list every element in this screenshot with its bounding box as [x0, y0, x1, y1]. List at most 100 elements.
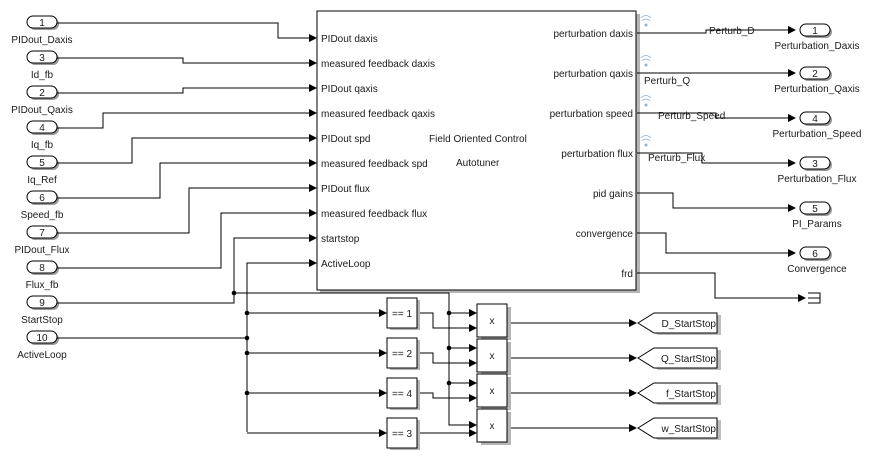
input-port-label: PIDout flux	[321, 184, 370, 195]
product-box[interactable]	[476, 373, 508, 408]
inport-oval[interactable]	[26, 15, 58, 29]
signal-label-perturb-q: Perturb_Q	[644, 76, 690, 87]
goto-tag-D_StartStop[interactable]: D_StartStop	[637, 312, 721, 335]
signal-line	[57, 184, 317, 234]
compare-to-constant-block[interactable]: == 3	[386, 417, 420, 450]
compare-to-constant-block[interactable]: == 1	[386, 297, 420, 330]
outport-oval[interactable]	[799, 23, 831, 37]
signal-line	[637, 272, 806, 302]
inport-label: Speed_fb	[21, 210, 64, 221]
output-port-label: perturbation speed	[550, 109, 633, 120]
product-label: x	[490, 386, 495, 397]
inport-oval[interactable]	[26, 85, 58, 99]
compare-to-constant-block[interactable]: == 2	[386, 337, 420, 370]
input-port-label: ActiveLoop	[321, 259, 371, 270]
inport-3[interactable]: 3Id_fb	[26, 50, 59, 81]
compare-to-constant-block[interactable]: == 4	[386, 377, 420, 410]
goto-tag-f_StartStop[interactable]: f_StartStop	[637, 382, 721, 405]
compare-box[interactable]	[386, 417, 418, 449]
goto-tag-w_StartStop[interactable]: w_StartStop	[637, 417, 721, 440]
product-label: x	[490, 316, 495, 327]
signal-logging-icon	[640, 135, 652, 147]
outport-oval[interactable]	[799, 246, 831, 260]
product-block[interactable]: x	[476, 408, 511, 445]
fieldoriented-control-autotuner-block[interactable]: Field Oriented Control Autotuner	[316, 10, 640, 293]
compare-label: == 2	[392, 349, 412, 360]
input-port-label: startstop	[321, 234, 360, 245]
product-block[interactable]: x	[476, 338, 511, 375]
terminator-block[interactable]	[808, 292, 821, 304]
product-box[interactable]	[476, 303, 508, 338]
inport-5[interactable]: 5Iq_Ref	[26, 155, 59, 186]
inport-label: Id_fb	[31, 70, 54, 81]
outport-number: 5	[812, 204, 818, 215]
outport-number: 2	[812, 69, 818, 80]
inport-oval[interactable]	[26, 120, 58, 134]
inport-number: 10	[36, 333, 48, 344]
block-title-line2: Autotuner	[456, 158, 500, 169]
signal-line	[637, 26, 796, 34]
product-block[interactable]: x	[476, 303, 511, 340]
signal-logging-icon	[640, 55, 652, 67]
outport-label: Perturbation_Flux	[778, 174, 857, 185]
goto-tag-Q_StartStop[interactable]: Q_StartStop	[637, 347, 721, 370]
inport-oval[interactable]	[26, 225, 58, 239]
inport-label: StartStop	[21, 315, 63, 326]
goto-shape[interactable]	[637, 347, 718, 369]
signal-logging-icon	[640, 95, 652, 107]
compare-box[interactable]	[386, 337, 418, 369]
signal-line	[637, 192, 796, 212]
inport-oval[interactable]	[26, 330, 58, 344]
inport-oval[interactable]	[26, 260, 58, 274]
goto-shape[interactable]	[637, 312, 718, 334]
inport-oval[interactable]	[26, 155, 58, 169]
compare-box[interactable]	[386, 297, 418, 329]
signal-line	[234, 292, 477, 429]
outport-label: Perturbation_Daxis	[774, 41, 859, 52]
output-port-label: perturbation flux	[561, 149, 633, 160]
outport-5[interactable]: 5PI_Params	[792, 201, 842, 230]
input-port-label: measured feedback flux	[321, 209, 427, 220]
inport-label: Flux_fb	[26, 280, 59, 291]
outport-oval[interactable]	[799, 156, 831, 170]
product-block[interactable]: x	[476, 373, 511, 410]
product-box[interactable]	[476, 338, 508, 373]
signal-line	[417, 392, 477, 402]
inport-oval[interactable]	[26, 295, 58, 309]
goto-label: D_StartStop	[662, 319, 717, 330]
outport-oval[interactable]	[799, 66, 831, 80]
inport-number: 1	[39, 18, 45, 29]
compare-box[interactable]	[386, 377, 418, 409]
inport-oval[interactable]	[26, 190, 58, 204]
outport-label: PI_Params	[792, 219, 841, 230]
outport-number: 6	[812, 249, 818, 260]
terminator-icon	[808, 292, 821, 304]
product-box[interactable]	[476, 408, 508, 443]
goto-shape[interactable]	[637, 417, 718, 439]
inport-label: ActiveLoop	[17, 350, 67, 361]
input-port-label: measured feedback daxis	[321, 59, 435, 70]
signal-line	[57, 57, 317, 67]
outport-oval[interactable]	[799, 201, 831, 215]
goto-shape[interactable]	[637, 382, 718, 404]
inport-4[interactable]: 4Iq_fb	[26, 120, 59, 151]
inport-oval[interactable]	[26, 50, 58, 64]
inport-label: PIDout_Qaxis	[11, 105, 73, 116]
signal-line	[57, 134, 317, 164]
outport-oval[interactable]	[799, 111, 831, 125]
